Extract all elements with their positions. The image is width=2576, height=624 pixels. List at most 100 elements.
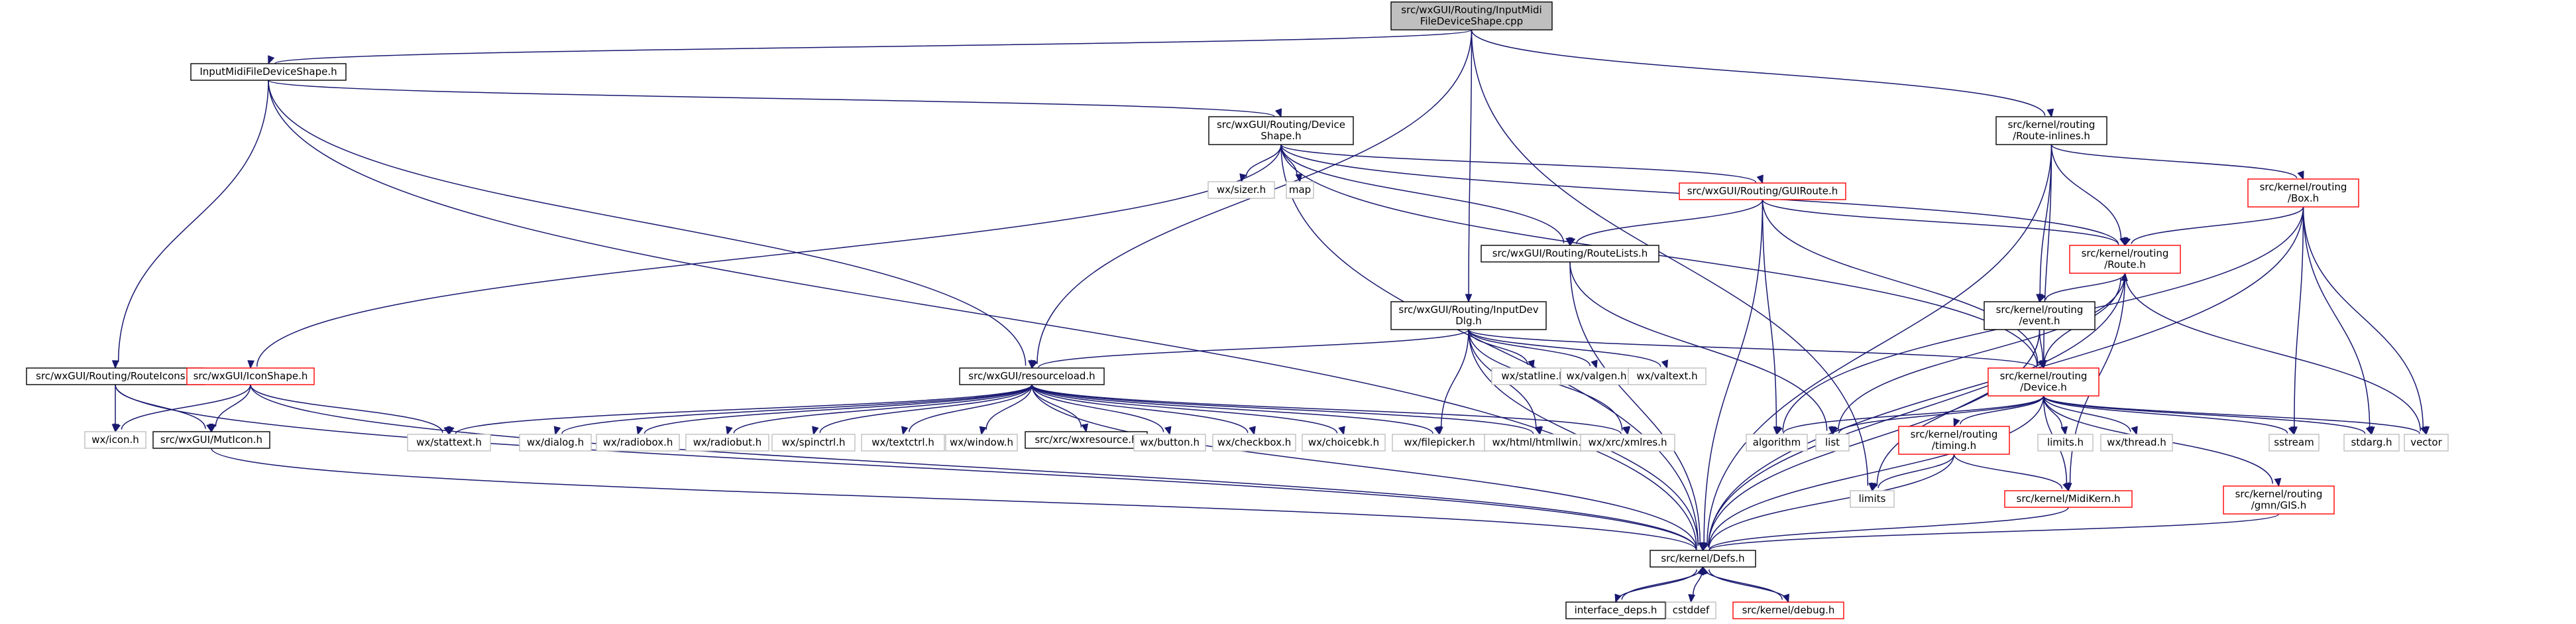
node-routeicons[interactable]: src/wxGUI/Routing/RouteIcons.h	[26, 367, 205, 385]
edge-arrowhead	[268, 55, 275, 65]
node-label: limits.h	[2047, 436, 2084, 448]
node-box	[945, 434, 1018, 452]
edge-n_devshape-to-n_wxsizer	[1239, 144, 1282, 183]
node-event[interactable]: src/kernel/routing/event.h	[1984, 301, 2096, 330]
node-label: src/kernel/Defs.h	[1661, 552, 1744, 564]
node-defs[interactable]: src/kernel/Defs.h	[1650, 550, 1756, 568]
node-box	[2404, 434, 2449, 452]
node-box	[1580, 434, 1675, 452]
node-gmngis[interactable]: src/kernel/routing/gmn/GIS.h	[2223, 485, 2335, 515]
node-label: /Box.h	[2288, 192, 2319, 204]
edge-line	[561, 384, 1033, 434]
node-wxvaltext: wx/valtext.h	[1628, 367, 1707, 385]
node-label: src/wxGUI/Routing/RouteLists.h	[1492, 247, 1648, 259]
edge-arrowhead	[447, 426, 455, 436]
node-iconshape[interactable]: src/wxGUI/IconShape.h	[186, 367, 315, 385]
node-box	[26, 367, 205, 385]
node-label: src/kernel/MidiKern.h	[2017, 493, 2121, 505]
edge-line	[1838, 395, 2044, 434]
edge-line	[819, 384, 1033, 433]
edge-arrowhead	[636, 426, 644, 436]
node-label: /Route.h	[2104, 259, 2146, 271]
node-ifdeps[interactable]: interface_deps.h	[1565, 601, 1666, 619]
edge-n_device-to-n_list	[1831, 395, 2044, 436]
node-box	[685, 434, 769, 452]
node-box[interactable]: src/kernel/routing/Box.h	[2247, 178, 2359, 208]
node-box	[1481, 245, 1659, 263]
edge-line	[2050, 144, 2298, 179]
edge-arrowhead	[2121, 272, 2128, 282]
node-resload[interactable]: src/wxGUI/resourceload.h	[959, 367, 1105, 385]
node-guiroute[interactable]: src/wxGUI/Routing/GUIRoute.h	[1679, 182, 1846, 200]
node-box	[1679, 182, 1846, 200]
node-label: vector	[2410, 436, 2442, 448]
edge-line	[2043, 395, 2131, 432]
edge-line	[733, 384, 1033, 434]
node-label: wx/valtext.h	[1636, 370, 1697, 382]
node-box	[2004, 490, 2133, 508]
node-label: src/wxGUI/IconShape.h	[194, 370, 308, 382]
node-debug[interactable]: src/kernel/debug.h	[1732, 601, 1844, 619]
edge-line	[256, 144, 1282, 367]
node-root[interactable]: src/wxGUI/Routing/InputMidiFileDeviceSha…	[1390, 1, 1553, 31]
edge-line	[274, 29, 1473, 64]
edge-arrowhead	[726, 426, 733, 436]
node-label: wx/choicebk.h	[1308, 436, 1379, 448]
edge-n_box-to-n_sstream	[2290, 206, 2304, 436]
node-label: wx/html/htmllwin.h	[1492, 436, 1588, 448]
node-box	[1650, 550, 1756, 568]
dependency-nodes: src/wxGUI/Routing/InputMidiFileDeviceSha…	[26, 1, 2449, 619]
node-box	[2268, 434, 2320, 452]
node-mutlcon[interactable]: src/wxGUI/MutIcon.h	[152, 431, 270, 449]
edge-n_resload-to-n_wxstattext	[447, 384, 1033, 436]
edge-arrowhead	[1622, 426, 1630, 436]
edge-arrowhead	[111, 360, 119, 369]
edge-line	[1031, 384, 1534, 434]
node-devshape[interactable]: src/wxGUI/Routing/DeviceShape.h	[1208, 116, 1354, 145]
edge-line	[1038, 329, 1469, 368]
edge-n_debug-to-n_defs	[1701, 566, 1789, 603]
node-route[interactable]: src/kernel/routing/Route.h	[2069, 245, 2181, 274]
edge-arrowhead	[1031, 359, 1038, 369]
edge-arrowhead	[1775, 426, 1783, 436]
edge-arrowhead	[1688, 593, 1696, 603]
node-list: list	[1815, 434, 1850, 452]
edge-arrowhead	[1534, 426, 1541, 436]
edge-line	[115, 384, 1697, 550]
node-wxsizer: wx/sizer.h	[1207, 181, 1275, 199]
edge-arrowhead	[2274, 477, 2282, 487]
node-routelists[interactable]: src/wxGUI/Routing/RouteLists.h	[1481, 245, 1659, 263]
edge-line	[1708, 395, 2044, 548]
node-timing[interactable]: src/kernel/routing/timing.h	[1898, 426, 2010, 455]
node-label: wx/dialog.h	[527, 436, 584, 448]
node-imfds[interactable]: InputMidiFileDeviceShape.h	[190, 63, 347, 81]
edge-line	[215, 384, 251, 427]
edge-n_gmngis-to-n_defs	[1702, 513, 2280, 552]
node-box	[861, 434, 945, 452]
edge-n_device-to-n_defs	[1700, 395, 2044, 552]
node-wxwindow: wx/window.h	[945, 434, 1018, 452]
node-wxdialog: wx/dialog.h	[519, 434, 592, 452]
edge-line	[1708, 507, 2069, 550]
node-wxresource[interactable]: src/xrc/wxresource.h	[1025, 431, 1148, 449]
node-label: wx/radiobox.h	[603, 436, 673, 448]
node-label: src/wxGUI/resourceload.h	[968, 370, 1095, 382]
edge-arrowhead	[1239, 173, 1247, 183]
edge-n_imfds-to-n_devshape	[268, 80, 1282, 118]
node-routeinl[interactable]: src/kernel/routing/Route-inlines.h	[1995, 116, 2107, 145]
node-box	[959, 367, 1105, 385]
edge-line	[1031, 384, 1622, 434]
edge-n_timing-to-n_limits	[1871, 454, 1955, 492]
node-midikern[interactable]: src/kernel/MidiKern.h	[2004, 490, 2133, 508]
edge-n_imfds-to-n_resload	[268, 80, 1035, 369]
node-device[interactable]: src/kernel/routing/Device.h	[1988, 367, 2100, 397]
edge-n_box-to-n_route	[2123, 206, 2304, 247]
node-wxspinctrl: wx/spinctrl.h	[771, 434, 856, 452]
node-label: list	[1825, 436, 1840, 448]
edge-root-to-n_routeinl	[1471, 29, 2054, 118]
edge-n_iconshape-to-n_wxicon	[113, 384, 251, 433]
edge-arrowhead	[2365, 426, 2373, 436]
edge-line	[1031, 384, 1164, 432]
edge-arrowhead	[1164, 426, 1172, 436]
